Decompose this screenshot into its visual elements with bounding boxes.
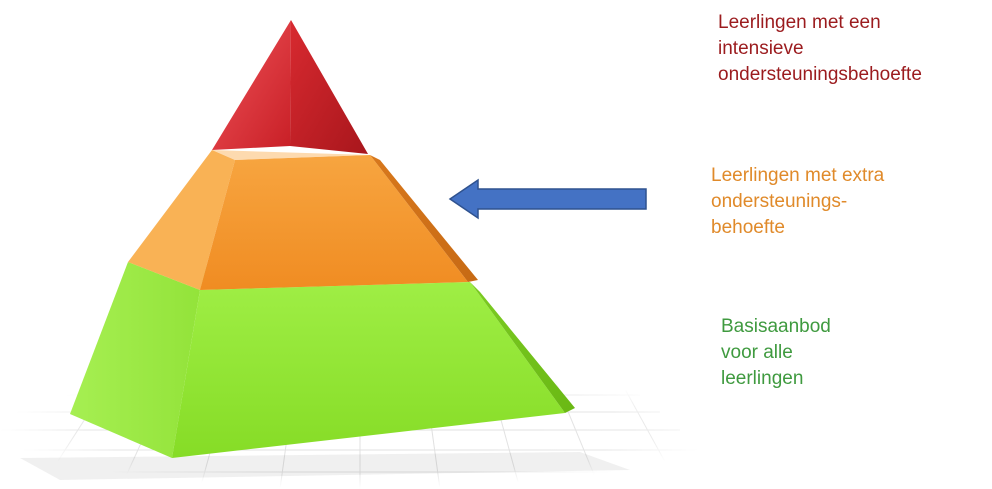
label-basic-offer: Basisaanbod voor alle leerlingen bbox=[721, 314, 831, 392]
left-arrow-icon bbox=[448, 178, 647, 220]
label-line: ondersteunings- bbox=[711, 191, 848, 212]
tier-top-left-face bbox=[212, 20, 291, 150]
label-line: Basisaanbod bbox=[721, 316, 831, 337]
label-intensive-support: Leerlingen met een intensieve ondersteun… bbox=[718, 10, 922, 88]
tier-middle-top-edge bbox=[212, 150, 370, 160]
label-line: behoefte bbox=[711, 217, 785, 238]
tier-middle-side-face bbox=[370, 155, 478, 282]
tier-bottom-front-face bbox=[172, 282, 565, 458]
tier-bottom-side-face bbox=[470, 282, 575, 413]
pyramid-tier-middle bbox=[128, 150, 478, 290]
pyramid-tier-top bbox=[212, 20, 368, 154]
label-line: intensieve bbox=[718, 38, 804, 59]
label-extra-support: Leerlingen met extra ondersteunings- beh… bbox=[711, 163, 884, 241]
pyramid-shadow bbox=[20, 452, 630, 480]
tier-bottom-left-face bbox=[70, 262, 200, 458]
label-line: Leerlingen met een bbox=[718, 12, 881, 33]
label-line: voor alle bbox=[721, 342, 793, 363]
tier-middle-front-face bbox=[200, 155, 468, 290]
tier-top-right-face bbox=[290, 20, 368, 154]
label-line: leerlingen bbox=[721, 368, 804, 389]
label-line: Leerlingen met extra bbox=[711, 165, 885, 186]
tier-middle-left-face bbox=[128, 150, 235, 290]
label-line: ondersteuningsbehoefte bbox=[718, 64, 922, 85]
